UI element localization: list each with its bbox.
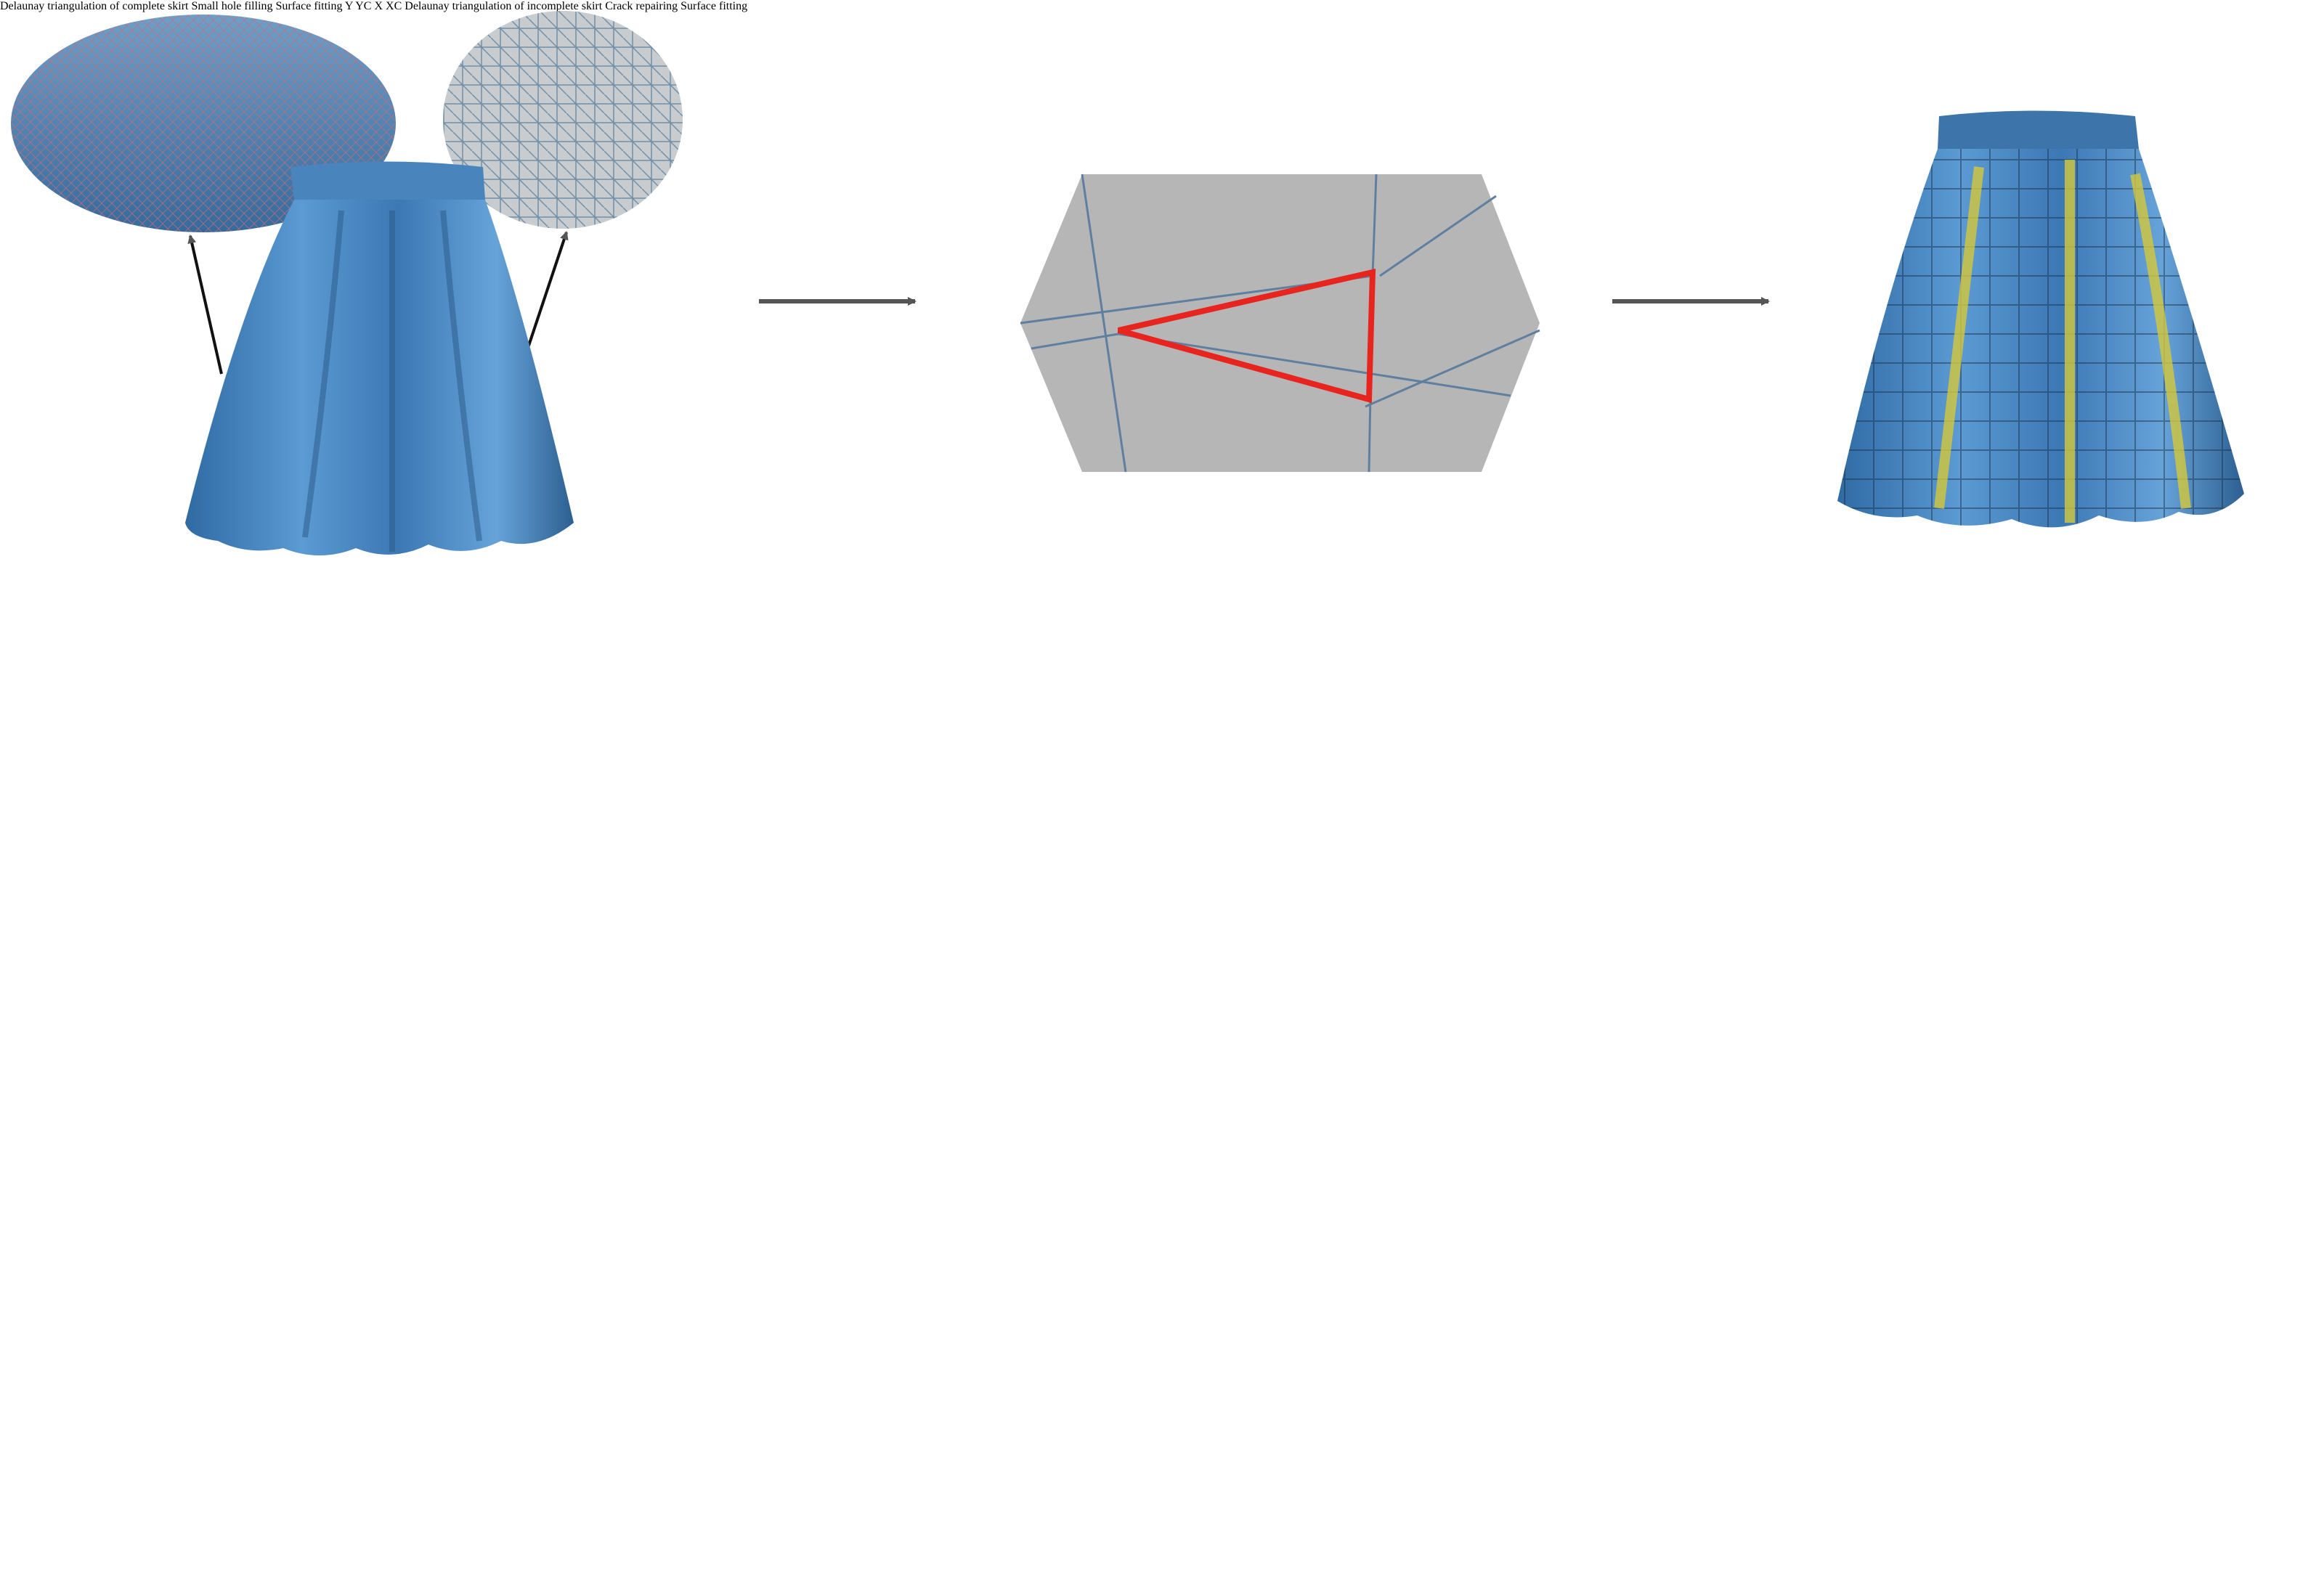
caption-bottom-right: Surface fitting: [680, 0, 748, 12]
caption-top-right: Surface fitting: [275, 0, 343, 12]
zoom-pointer-left: [187, 235, 223, 375]
caption-bottom-left-line1: Delaunay triangulation: [405, 0, 512, 12]
axis-label-xc: XC: [386, 0, 402, 12]
axis-label-y: Y: [344, 0, 353, 12]
caption-top-left-line1: Delaunay triangulation: [0, 0, 107, 12]
mesh-zoom-ellipse-right: [443, 11, 683, 229]
hole-filling-panel: [1020, 174, 1540, 473]
arrow-step-3: Y YC X XC Delaunay triangulation of inco…: [345, 0, 747, 12]
complete-skirt-mesh: [185, 161, 574, 555]
fitted-skirt-red-top: Y YC: [345, 0, 375, 12]
fitted-skirt-top: [1837, 110, 2244, 528]
crack-boundary-orange: X XC: [374, 0, 405, 12]
axis-z-line: X XC: [374, 0, 405, 12]
caption-bottom-left-line2: of incomplete skirt: [514, 0, 603, 12]
caption-top-left-line2: of complete skirt: [110, 0, 189, 12]
axis-label-x: X: [374, 0, 383, 12]
caption-top-middle: Small hole filling: [191, 0, 273, 12]
axis-y-line: Y YC: [345, 0, 375, 12]
fitted-skirt-orange-boundary: X XC: [374, 0, 405, 12]
arrow-step-4: Delaunay triangulation of incomplete ski…: [405, 0, 747, 12]
axis-x-line: X XC: [374, 0, 405, 12]
hole-triangle: [1117, 268, 1376, 404]
caption-top-left: Delaunay triangulation of complete skirt: [0, 0, 191, 12]
axis-label-yc: YC: [355, 0, 372, 12]
caption-bottom-middle: Crack repairing: [605, 0, 678, 12]
